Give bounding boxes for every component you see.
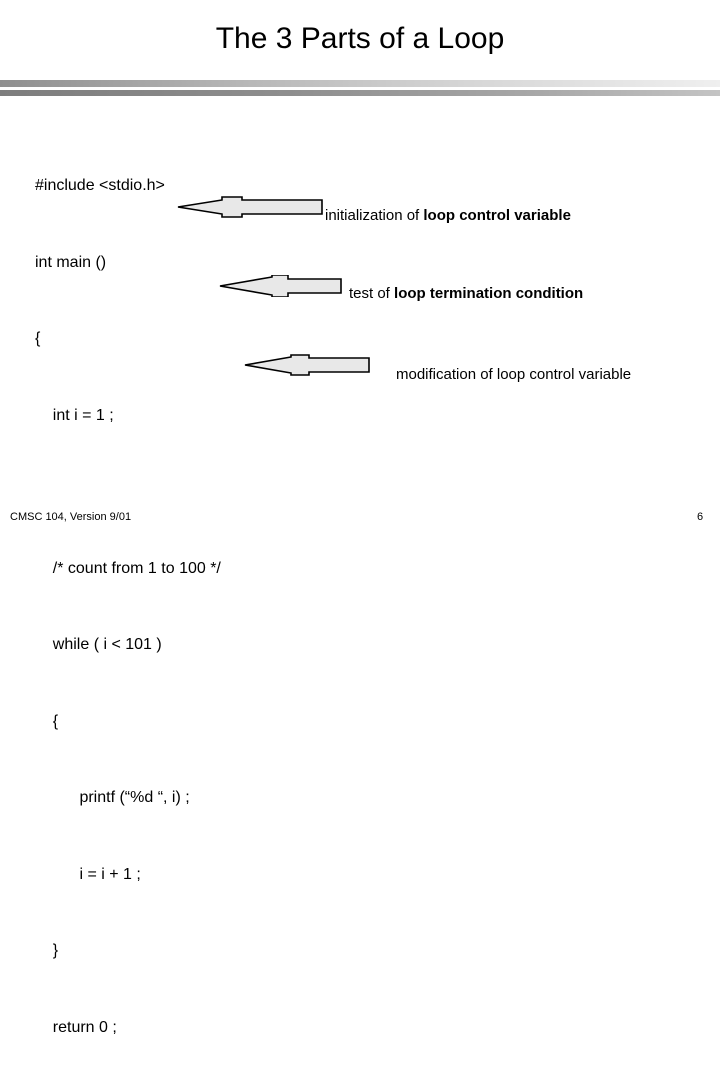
code-line: i = i + 1 ; bbox=[35, 865, 141, 883]
page-title: The 3 Parts of a Loop bbox=[215, 22, 505, 55]
code-line: #include <stdio.h> bbox=[35, 177, 165, 194]
title-divider bbox=[0, 80, 720, 99]
footer-page-number: 6 bbox=[696, 511, 704, 523]
annotation-text-regular: test of bbox=[349, 285, 395, 302]
arrow-left-icon-initialization bbox=[176, 196, 324, 218]
annotation-text-regular: initialization of bbox=[325, 207, 424, 224]
slide-canvas: The 3 Parts of a Loop #include <stdio.h>… bbox=[0, 22, 720, 1036]
code-line: int main () bbox=[35, 253, 107, 271]
code-block: #include <stdio.h> int main () { int i =… bbox=[35, 122, 221, 1080]
code-line: } bbox=[35, 942, 59, 959]
annotation-initialization: initialization of loop control variable bbox=[325, 203, 571, 229]
annotation-text-bold: loop control variable bbox=[423, 207, 571, 224]
code-line: int i = 1 ; bbox=[35, 406, 114, 424]
arrow-left-icon-modification bbox=[243, 354, 371, 376]
divider-bar-lower bbox=[0, 90, 720, 96]
annotation-test: test of loop termination condition bbox=[349, 281, 583, 307]
annotation-text-regular: modification of loop control variable bbox=[396, 366, 632, 383]
annotation-text-bold: loop termination condition bbox=[394, 285, 584, 302]
code-line bbox=[35, 479, 221, 505]
code-line: while ( i < 101 ) bbox=[35, 636, 162, 653]
code-line: return 0 ; bbox=[35, 1018, 117, 1036]
code-line: { bbox=[35, 712, 59, 730]
code-line: printf (“%d “, i) ; bbox=[35, 789, 190, 806]
code-line: { bbox=[35, 330, 41, 347]
code-line: /* count from 1 to 100 */ bbox=[35, 559, 221, 577]
footer-course-label: CMSC 104, Version 9/01 bbox=[10, 511, 132, 523]
arrow-left-icon-test bbox=[218, 275, 343, 297]
annotation-modification: modification of loop control variable bbox=[396, 362, 656, 388]
divider-bar-upper bbox=[0, 80, 720, 87]
divider-bar-gap bbox=[0, 87, 720, 90]
